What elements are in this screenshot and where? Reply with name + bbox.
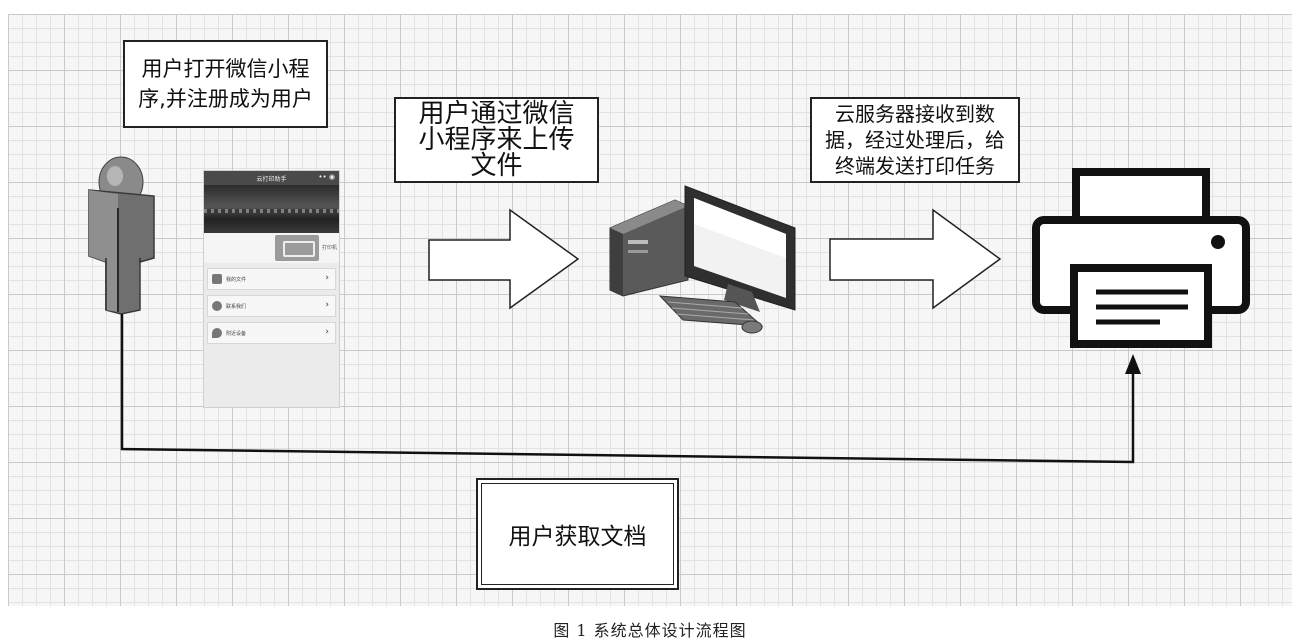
node-cloud-line: 据，经过处理后，给: [825, 128, 1005, 152]
node-open-app-line: 用户打开微信小程: [141, 57, 310, 81]
menu-row-nearby: 附近设备 ›: [207, 322, 336, 344]
menu-label: 我的文件: [226, 276, 247, 283]
printer-thumbnail-icon: [275, 235, 319, 261]
arrow-1-icon: [428, 208, 580, 310]
phone-title-bar: 云打印助手 •• ◉: [204, 171, 339, 185]
location-pin-icon: [212, 328, 222, 338]
node-upload-line: 文件: [470, 151, 523, 181]
menu-row-files: 我的文件 ›: [207, 268, 336, 290]
chevron-right-icon: ›: [325, 300, 329, 310]
node-cloud-line: 云服务器接收到数: [835, 102, 995, 126]
connector-arrowhead: [1125, 354, 1141, 374]
chevron-right-icon: ›: [325, 273, 329, 283]
node-open-app: 用户打开微信小程 序,并注册成为用户: [123, 40, 328, 128]
mini-program-screenshot: 云打印助手 •• ◉ 打印机 我的文件 › 联系我们 › 附近设备 ›: [203, 170, 340, 408]
city-photo: [204, 185, 339, 233]
menu-dots-icon: •• ◉: [318, 173, 335, 181]
user-figure-icon: [88, 156, 155, 315]
computer-icon: [609, 185, 796, 334]
arrow-2-icon: [829, 208, 1002, 310]
node-upload-line: 用户通过微信: [418, 99, 575, 129]
node-upload-line: 小程序来上传: [418, 125, 575, 155]
menu-label: 附近设备: [226, 330, 247, 337]
chat-icon: [212, 301, 222, 311]
connector-line: [120, 314, 1135, 464]
menu-row-contact: 联系我们 ›: [207, 295, 336, 317]
figure-caption: 图 1 系统总体设计流程图: [553, 621, 747, 640]
node-cloud-line: 终端发送打印任务: [835, 154, 995, 178]
node-get-document-label: 用户获取文档: [508, 524, 647, 550]
node-upload: 用户通过微信 小程序来上传 文件: [394, 97, 599, 183]
phone-title: 云打印助手: [256, 175, 287, 183]
chevron-right-icon: ›: [325, 327, 329, 337]
file-icon: [212, 274, 222, 284]
printer-icon: [1032, 168, 1250, 348]
printer-banner: 打印机: [204, 233, 339, 263]
node-get-document: 用户获取文档: [476, 478, 679, 590]
banner-label: 打印机: [321, 245, 337, 251]
node-open-app-line: 序,并注册成为用户: [138, 87, 313, 111]
menu-label: 联系我们: [226, 303, 247, 310]
node-cloud-server: 云服务器接收到数 据，经过处理后，给 终端发送打印任务: [810, 97, 1020, 183]
